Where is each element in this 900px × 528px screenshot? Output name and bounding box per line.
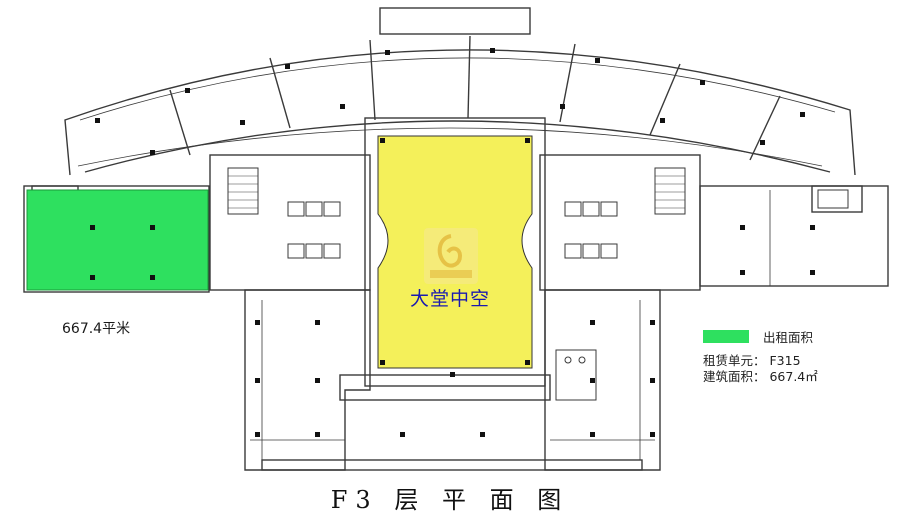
- core-fixtures: [37, 167, 849, 401]
- rented-area-label: 667.4平米: [62, 321, 131, 337]
- rented-area-f315[interactable]: [26, 189, 209, 291]
- atrium-void: [377, 135, 533, 369]
- lower-left-block: [244, 289, 371, 471]
- legend-swatch-label: 出租面积: [763, 330, 814, 345]
- elevator-icon: [287, 201, 618, 259]
- structural-columns: [90, 48, 815, 437]
- legend-swatch: [703, 330, 749, 343]
- right-wing: [699, 185, 889, 287]
- outer-curved-wall: [64, 49, 856, 176]
- right-core: [539, 154, 701, 291]
- restroom-icon: [555, 349, 597, 401]
- building-outline: [23, 7, 889, 471]
- building-area-line: 建筑面积： 667.4㎡: [703, 369, 818, 384]
- rental-unit-line: 租赁单元： F315: [703, 353, 801, 368]
- left-core: [209, 154, 371, 291]
- atrium-label: 大堂中空: [410, 288, 491, 310]
- logo-watermark-icon: [424, 228, 478, 284]
- legend: 出租面积 租赁单元： F315 建筑面积： 667.4㎡: [703, 327, 818, 385]
- roof-cap: [379, 7, 531, 35]
- plan-title: F3 层 平 面 图: [330, 486, 570, 514]
- lower-right-block: [544, 289, 661, 471]
- left-wing: [23, 185, 210, 293]
